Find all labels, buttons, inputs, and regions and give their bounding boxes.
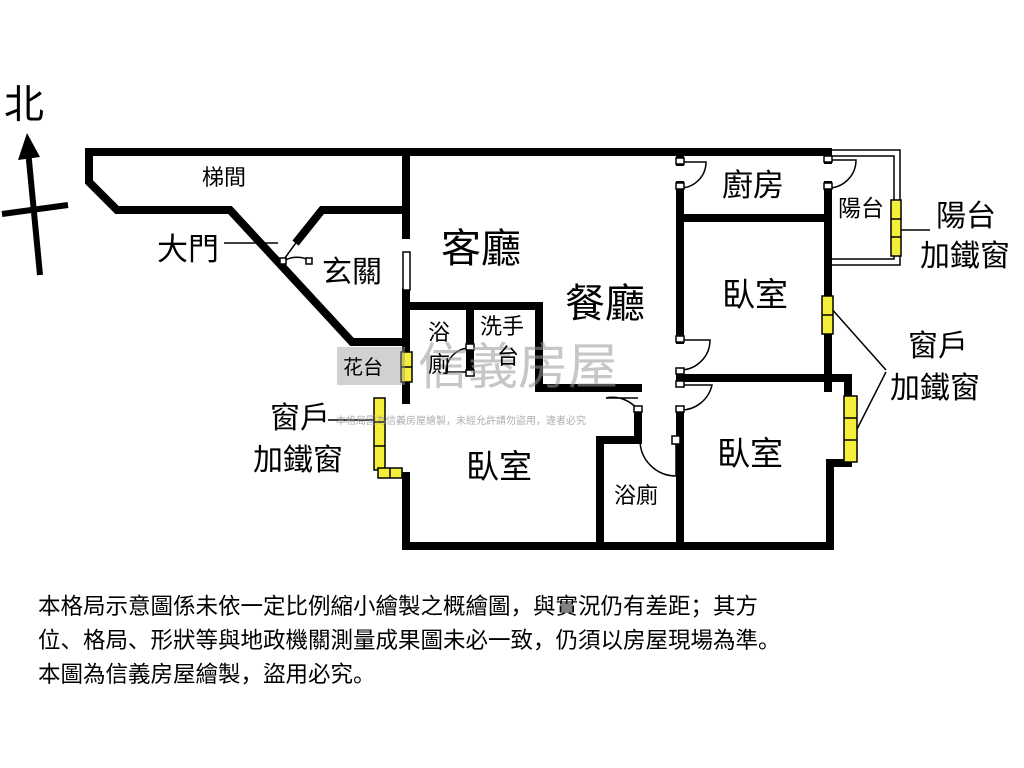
room-labels: 梯間 大門 玄關 客廳 餐廳 廚房 陽台 臥室 臥室 臥室 浴 廁 洗手 台 浴… <box>157 166 884 509</box>
wall-south <box>402 459 852 550</box>
wall-bath2 <box>596 406 642 550</box>
label-stairs: 梯間 <box>202 166 246 191</box>
window-e-bedroom <box>843 395 858 463</box>
annot-west-2: 加鐵窗 <box>253 443 343 478</box>
label-entrance: 玄關 <box>322 255 382 290</box>
watermark-notice: 本格局圖為信義房屋繪製，未經允許請勿盜用，違者必究 <box>336 414 586 427</box>
label-bath2: 浴廁 <box>614 484 658 509</box>
watermark: 信義房屋 本格局圖為信義房屋繪製，未經允許請勿盜用，違者必究 <box>336 338 618 427</box>
walls <box>85 148 852 550</box>
window-balcony <box>890 199 902 257</box>
label-balcony: 陽台 <box>838 196 884 222</box>
door-s-bedroom-icon <box>605 396 639 411</box>
north-arrow-head-icon <box>18 133 40 160</box>
annot-west-1: 窗戶 <box>270 401 330 436</box>
disclaimer-line-3: 本圖為信義房屋繪製，盜用必究。 <box>38 662 376 688</box>
label-basin-top: 洗手 <box>480 315 524 340</box>
north-arrow-crossbar <box>1 202 69 217</box>
door-balcony-icon <box>827 159 857 189</box>
label-bedroom-e: 臥室 <box>717 434 783 473</box>
door-ne-bedroom-icon <box>679 339 711 371</box>
door-e-bedroom-icon <box>679 384 713 411</box>
annot-east-2: 加鐵窗 <box>890 371 980 406</box>
door-bath2-icon <box>639 439 677 477</box>
label-bath1-bottom: 廁 <box>428 353 450 378</box>
disclaimer-line-2: 位、格局、形狀等與地政機關測量成果圖未必一致，仍須以房屋現場為準。 <box>38 628 781 654</box>
windows <box>373 199 902 479</box>
disclaimer: 本格局示意圖係未依一定比例縮小繪製之概繪圖，與實況仍有差距；其方 位、格局、形狀… <box>38 590 1013 692</box>
wall-basin <box>472 302 642 392</box>
floor-plan: 北 <box>1 82 1010 550</box>
annot-east-1: 窗戶 <box>908 329 968 364</box>
door-frames <box>279 155 833 445</box>
wall-east-jog <box>824 374 852 402</box>
label-main-door: 大門 <box>157 232 219 268</box>
east-window-leader-1 <box>829 306 887 371</box>
watermark-logo-icon <box>337 347 405 385</box>
window-annotations: 陽台 加鐵窗 窗戶 加鐵窗 窗戶 加鐵窗 <box>253 199 1010 478</box>
wall-stair-west <box>85 148 410 346</box>
disclaimer-line-1: 本格局示意圖係未依一定比例縮小繪製之概繪圖，與實況仍有差距；其方 <box>38 594 759 620</box>
label-bath1-top: 浴 <box>428 321 450 346</box>
label-dining: 餐廳 <box>565 281 645 327</box>
label-bedroom-ne: 臥室 <box>722 275 788 314</box>
label-kitchen: 廚房 <box>722 168 784 204</box>
annot-balcony-2: 加鐵窗 <box>920 239 1010 274</box>
east-window-leader-2 <box>853 371 887 436</box>
sliding-door <box>402 235 411 291</box>
annot-balcony-1: 陽台 <box>936 199 996 234</box>
label-bedroom-s: 臥室 <box>466 447 532 486</box>
wall-entrance-inner <box>292 206 410 246</box>
window-w-bedroom <box>373 397 386 471</box>
watermark-brand: 信義房屋 <box>418 338 618 396</box>
label-planter: 花台 <box>343 355 383 379</box>
label-basin-bottom: 台 <box>497 345 519 370</box>
label-living: 客廳 <box>441 226 521 272</box>
north-label: 北 <box>4 82 44 128</box>
north-arrow: 北 <box>1 82 69 276</box>
